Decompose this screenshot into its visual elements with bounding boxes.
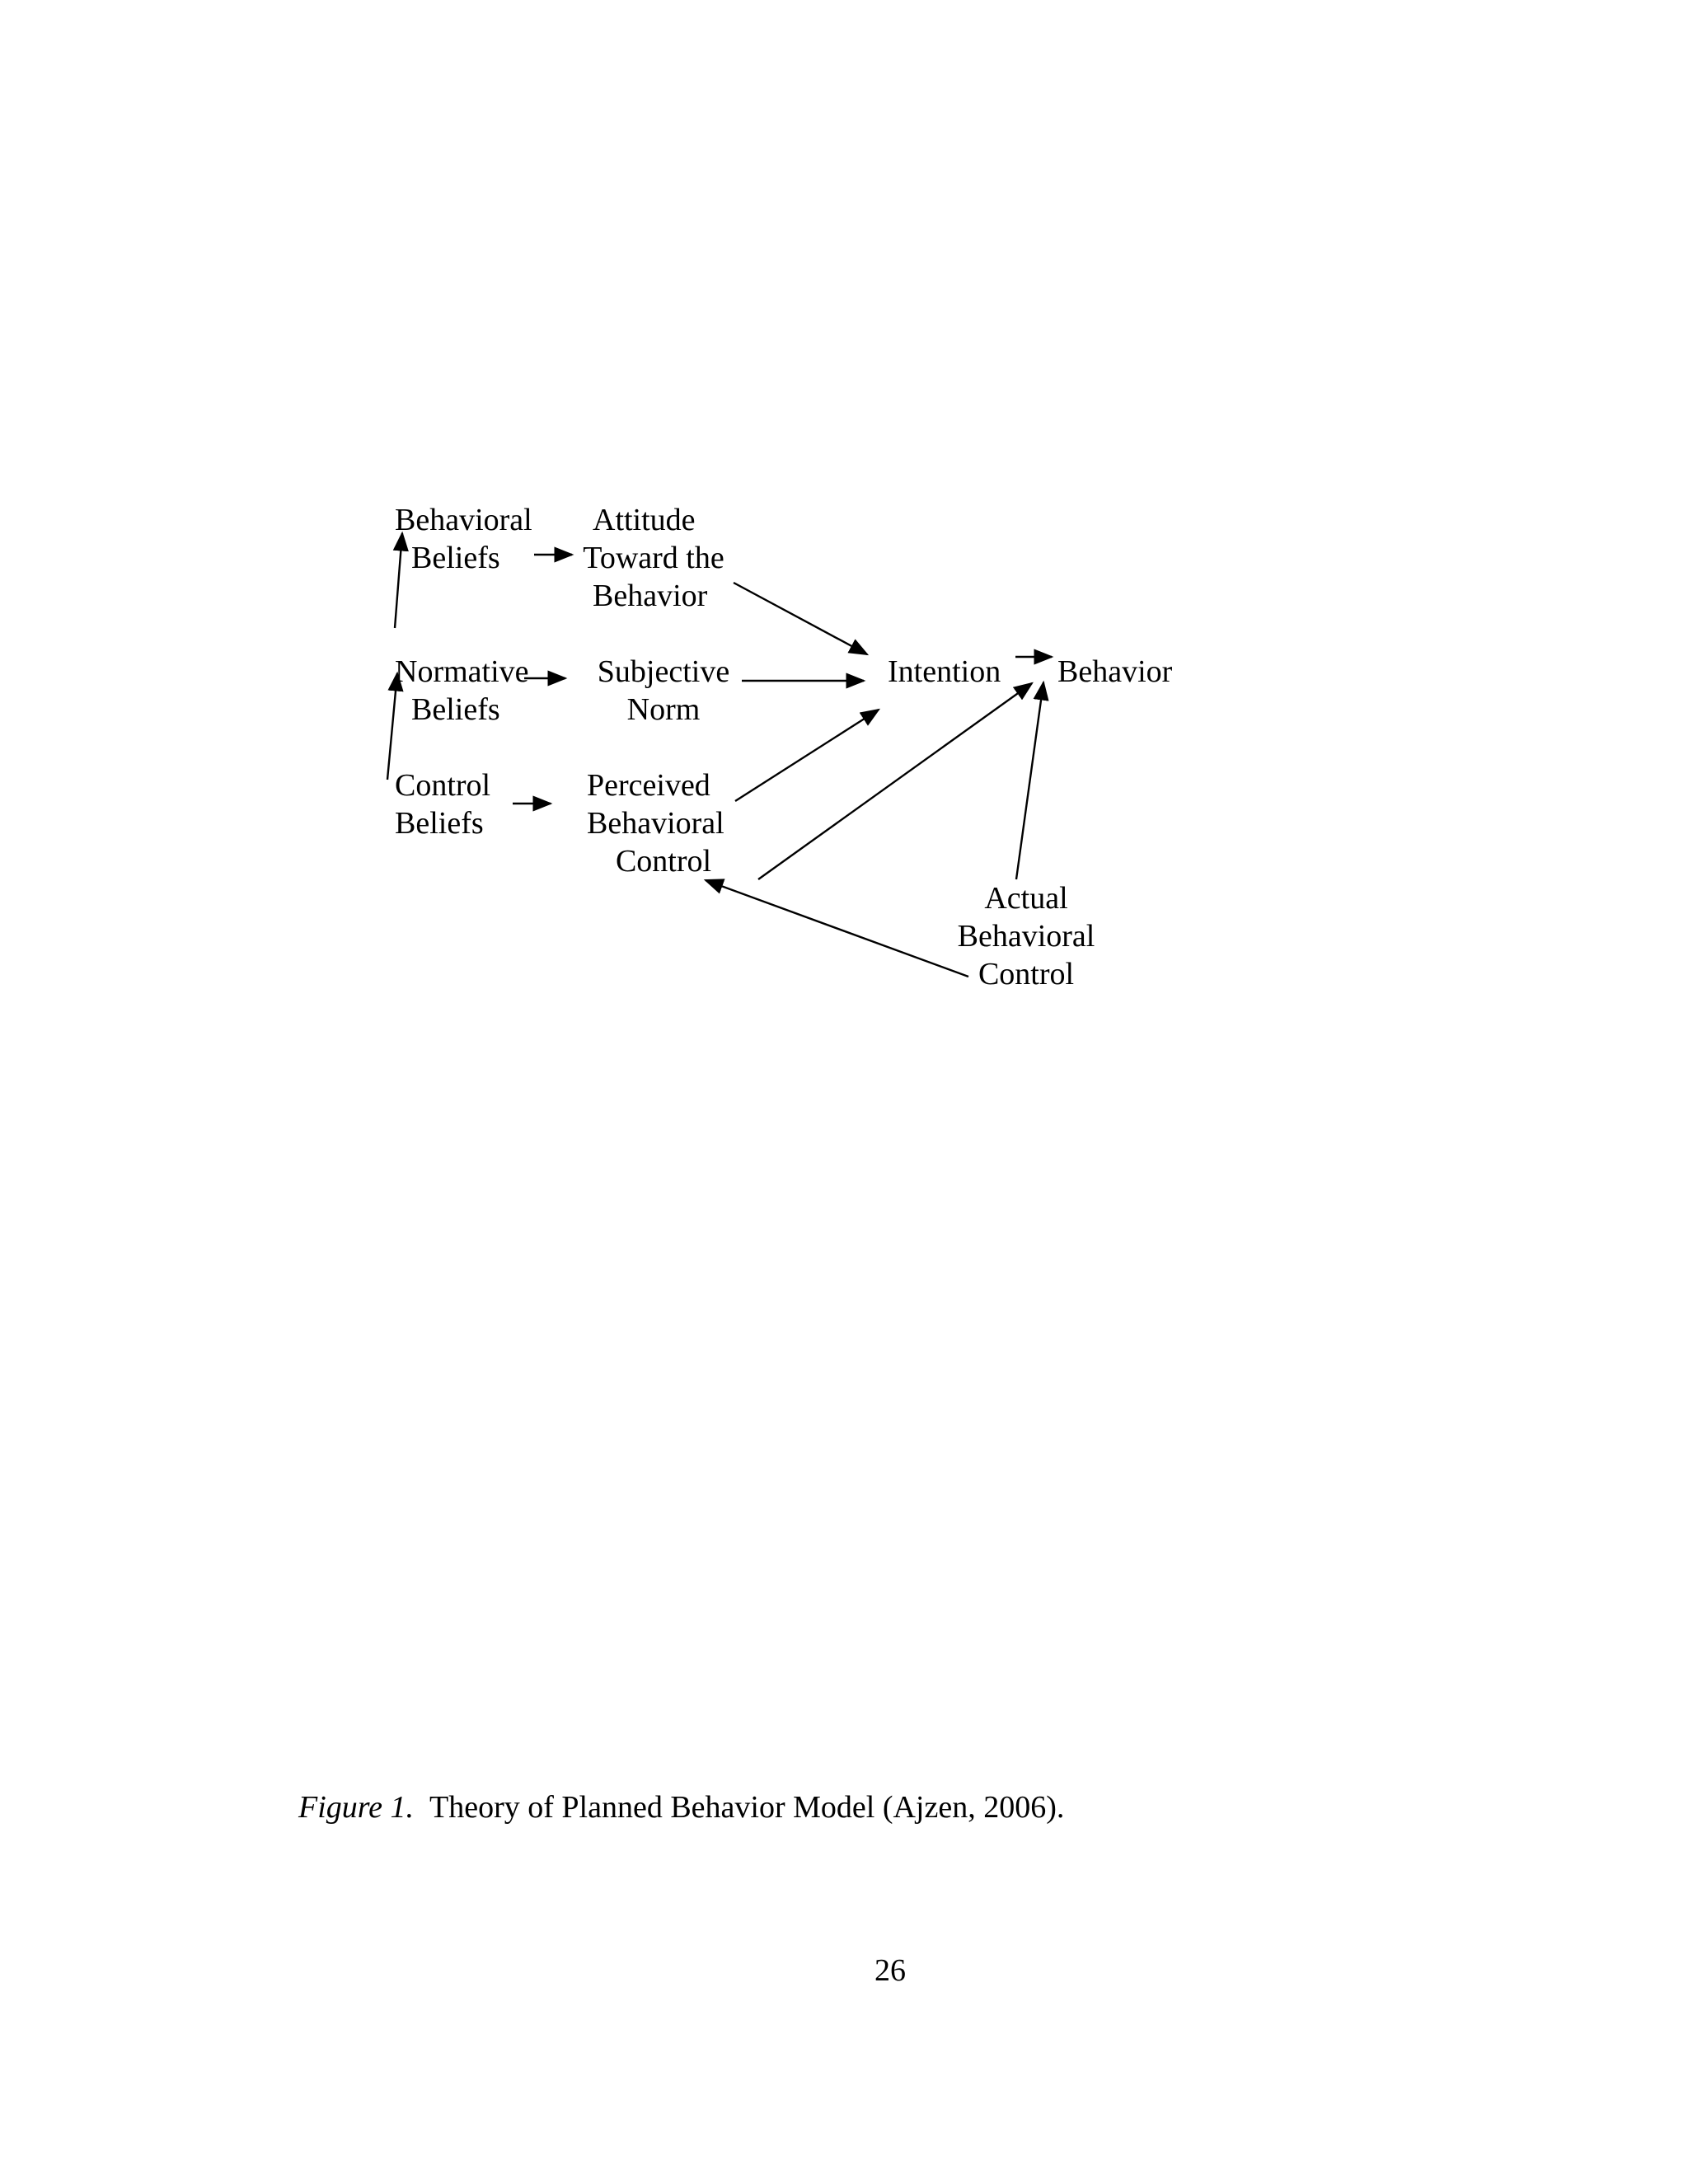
node-actual-control: Actual Behavioral Control bbox=[948, 879, 1104, 993]
node-line: Norm bbox=[626, 692, 701, 727]
node-line: Beliefs bbox=[395, 806, 484, 841]
node-attitude: Attitude Toward the Behavior bbox=[574, 501, 733, 615]
node-subjective-norm: Subjective Norm bbox=[587, 653, 740, 729]
node-line: Perceived bbox=[587, 768, 710, 803]
node-line: Attitude bbox=[593, 503, 696, 537]
node-line: Beliefs bbox=[411, 692, 500, 727]
arrow-perceived-control-to-intention bbox=[734, 708, 881, 803]
node-behavioral-beliefs: Behavioral Beliefs bbox=[395, 501, 532, 577]
node-line: Beliefs bbox=[411, 541, 500, 575]
node-normative-beliefs: Normative Beliefs bbox=[395, 653, 529, 729]
node-line: Normative bbox=[395, 654, 529, 689]
node-line: Control bbox=[978, 957, 1075, 991]
node-behavior: Behavior bbox=[1057, 653, 1172, 691]
node-line: Subjective bbox=[597, 654, 730, 689]
arrow-actual-control-to-behavior bbox=[1015, 680, 1049, 880]
node-control-beliefs: Control Beliefs bbox=[395, 766, 490, 842]
figure-caption-text: Theory of Planned Behavior Model (Ajzen,… bbox=[429, 1790, 1065, 1825]
node-perceived-control: Perceived Behavioral Control bbox=[587, 766, 740, 880]
node-line: Control bbox=[615, 844, 712, 879]
node-line: Behavioral bbox=[957, 919, 1095, 954]
node-line: Behavioral bbox=[395, 503, 532, 537]
arrow-attitude-to-intention bbox=[733, 581, 870, 656]
node-line: Behavioral bbox=[587, 806, 724, 841]
node-line: Behavior bbox=[1057, 654, 1173, 689]
node-line: Actual bbox=[984, 881, 1068, 916]
arrow-perceived-control-to-behavior bbox=[757, 682, 1034, 880]
arrow-control-to-normative-beliefs bbox=[386, 671, 404, 780]
figure-caption: Figure 1. Theory of Planned Behavior Mod… bbox=[298, 1788, 1064, 1826]
node-line: Control bbox=[395, 768, 491, 803]
page-number: 26 bbox=[874, 1953, 906, 1988]
node-line: Intention bbox=[888, 654, 1001, 689]
arrow-actual-control-to-perceived-control bbox=[703, 879, 969, 978]
arrow-normative-to-behavioral-beliefs bbox=[392, 531, 409, 629]
node-intention: Intention bbox=[888, 653, 1001, 691]
node-line: Toward the bbox=[583, 541, 724, 575]
figure-label: Figure 1. bbox=[298, 1790, 415, 1825]
node-line: Behavior bbox=[593, 579, 708, 613]
